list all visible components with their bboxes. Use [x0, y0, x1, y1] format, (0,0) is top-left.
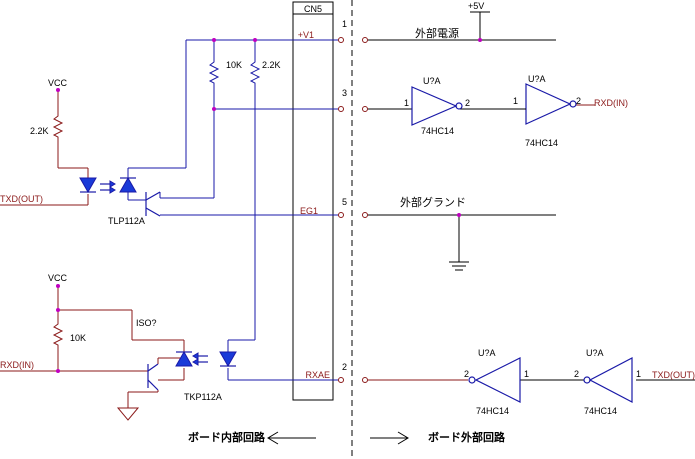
pin-signal-5: EG1: [300, 206, 318, 216]
wiring-right: [368, 11, 695, 381]
ground-symbol-left: [116, 407, 140, 421]
internal-circuit-label: ボード内部回路: [188, 430, 266, 444]
gate-3-ref: U?A: [478, 348, 496, 358]
pin-number-3: 3: [342, 88, 347, 98]
gate-1-ref: U?A: [423, 76, 441, 86]
pin-number-1: 1: [342, 19, 347, 29]
gate-3-out-pin: 1: [524, 369, 529, 379]
connector-body: [292, 1, 334, 401]
gate-4-ref: U?A: [586, 348, 604, 358]
pin-number-5: 5: [342, 197, 347, 207]
junction-dots-right: [457, 38, 482, 217]
gate-3-part: 74HC14: [476, 406, 509, 416]
gate-2-ref: U?A: [528, 74, 546, 84]
optocoupler-bottom-label: TKP112A: [184, 392, 222, 402]
resistor-2k2-top-label: 2.2K: [262, 60, 281, 70]
txd-out-label-right: TXD(OUT): [652, 370, 695, 380]
resistor-10k-top: [208, 58, 220, 86]
resistor-2k2-left-label: 2.2K: [30, 126, 49, 136]
rxd-in-label-right: RXD(IN): [594, 98, 628, 108]
wiring-left: [0, 39, 338, 408]
junction-dots-left: [56, 38, 257, 373]
external-ground-label: 外部グランド: [400, 195, 466, 209]
optocoupler-bottom: [147, 350, 237, 391]
pin-number-2: 2: [342, 362, 347, 372]
gate-2-out-pin: 2: [576, 96, 581, 106]
connector-name: CN5: [304, 4, 322, 14]
resistor-2k2-left: [52, 112, 64, 140]
inverter-gate-2: [525, 83, 577, 125]
pin-signal-2: RXAE: [305, 370, 330, 380]
arrow-left-icon: [267, 431, 316, 445]
gate-1-out-pin: 2: [465, 98, 470, 108]
gate-1-in-pin: 1: [404, 98, 409, 108]
resistor-2k2-top: [249, 58, 261, 86]
inverter-gate-3: [468, 357, 521, 403]
gate-4-out-pin: 1: [636, 369, 641, 379]
gate-1-part: 74HC14: [421, 126, 454, 136]
external-circuit-label: ボード外部回路: [428, 430, 506, 444]
inverter-gate-1: [411, 86, 463, 126]
gate-2-part: 74HC14: [525, 138, 558, 148]
resistor-10k-top-label: 10K: [226, 60, 242, 70]
txd-out-label-left: TXD(OUT): [0, 194, 43, 204]
external-power-label: 外部電源: [415, 26, 459, 40]
connector-pin-circles: [338, 37, 368, 383]
gate-3-in-pin: 2: [464, 369, 469, 379]
plus5v-label: +5V: [468, 1, 484, 11]
vcc-label-bottom: VCC: [48, 273, 68, 283]
arrow-right-icon: [370, 431, 409, 445]
ground-symbol-right: [449, 261, 469, 271]
resistor-10k-bottom: [52, 320, 64, 348]
inverter-gate-4: [583, 357, 633, 403]
gate-4-part: 74HC14: [584, 406, 617, 416]
gate-2-in-pin: 1: [513, 96, 518, 106]
resistor-10k-bottom-label: 10K: [70, 333, 86, 343]
vcc-label-top: VCC: [48, 78, 68, 88]
pin-signal-1: +V1: [298, 30, 314, 40]
optocoupler-top: [79, 167, 161, 217]
gate-4-in-pin: 2: [574, 369, 579, 379]
iso-label: ISO?: [136, 318, 157, 328]
rxd-in-label-left: RXD(IN): [0, 360, 34, 370]
optocoupler-top-label: TLP112A: [108, 216, 145, 226]
